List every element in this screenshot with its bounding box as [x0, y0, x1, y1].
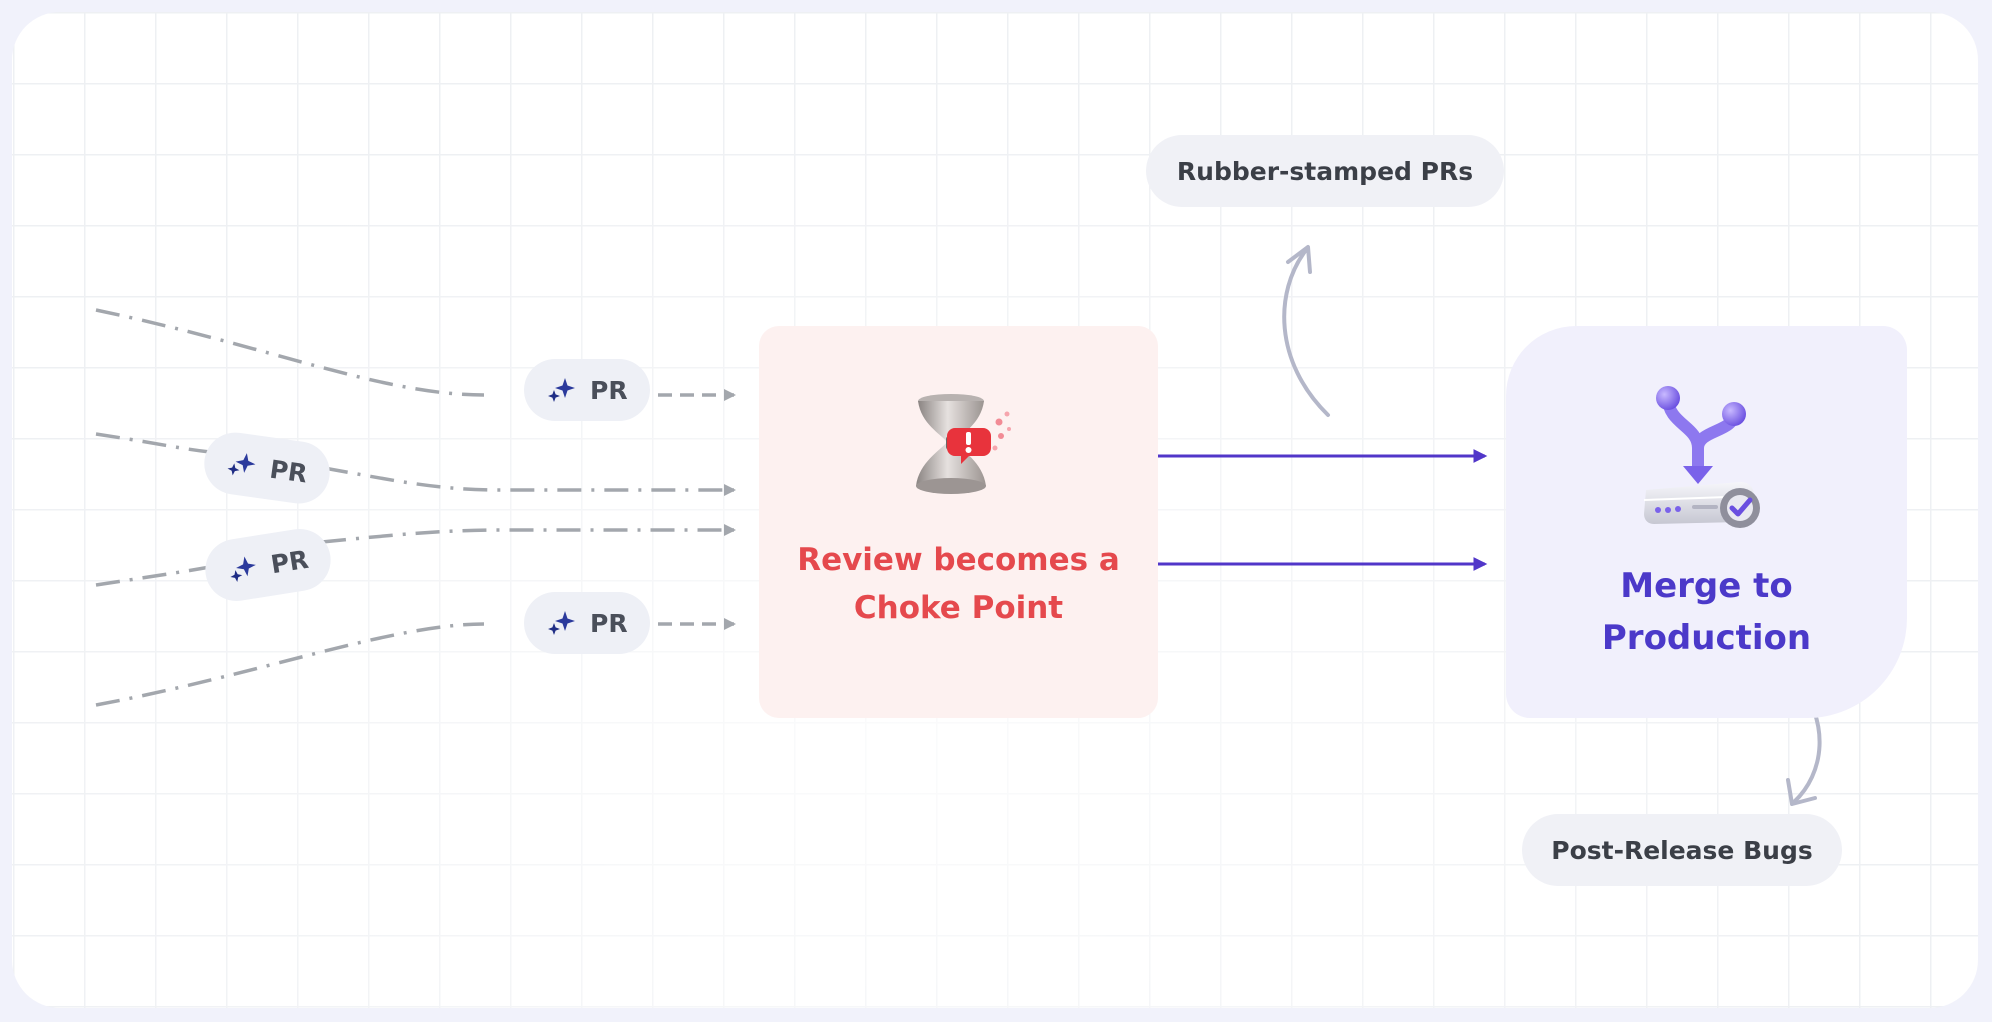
input-line-2	[95, 432, 211, 454]
choke-title-line2: Choke Point	[853, 590, 1064, 626]
post-release-bugs-label: Post-Release Bugs	[1551, 835, 1813, 865]
sparkle-icon	[230, 556, 256, 582]
input-line-4	[95, 622, 485, 707]
merge-title-line1: Merge to	[1620, 566, 1793, 606]
post-release-arrowhead	[1786, 778, 1817, 806]
merge-title-line2: Production	[1601, 618, 1812, 658]
pr-label: PR	[590, 608, 628, 638]
choke-point-title: Review becomes a Choke Point	[759, 536, 1158, 632]
rubber-stamped-prs-tag: Rubber-stamped PRs	[1146, 135, 1504, 207]
connector-layer	[95, 245, 1822, 806]
merge-title: Merge to Production	[1506, 560, 1907, 664]
sparkle-icon	[227, 453, 256, 476]
input-line-3	[95, 565, 211, 587]
pr-pill-3: PR	[200, 524, 335, 606]
choke-point-card: Review becomes a Choke Point	[759, 326, 1158, 718]
pr-label: PR	[268, 544, 311, 579]
rubber-stamp-curve-arrow	[1282, 248, 1330, 417]
hourglass-alert-icon	[916, 394, 1011, 494]
diagram-canvas: PR PR PR PR	[12, 12, 1978, 1008]
choke-title-line1: Review becomes a	[797, 542, 1120, 578]
pr-label: PR	[267, 454, 310, 489]
rubber-stamp-arrowhead	[1286, 245, 1312, 274]
sparkle-icon	[548, 611, 575, 635]
pr-pill-4: PR	[524, 592, 650, 654]
pr-label: PR	[590, 375, 628, 405]
sparkle-icon	[548, 378, 575, 402]
merge-server-icon	[1643, 386, 1760, 528]
post-release-bugs-tag: Post-Release Bugs	[1522, 814, 1842, 886]
pr-pill-2: PR	[200, 428, 334, 508]
rubber-stamped-prs-label: Rubber-stamped PRs	[1176, 156, 1474, 186]
input-line-3b	[321, 524, 736, 544]
input-line-1	[95, 308, 485, 397]
pr-pill-1: PR	[524, 359, 650, 421]
merge-to-production-card: Merge to Production	[1506, 326, 1907, 718]
input-line-2b	[323, 466, 736, 496]
